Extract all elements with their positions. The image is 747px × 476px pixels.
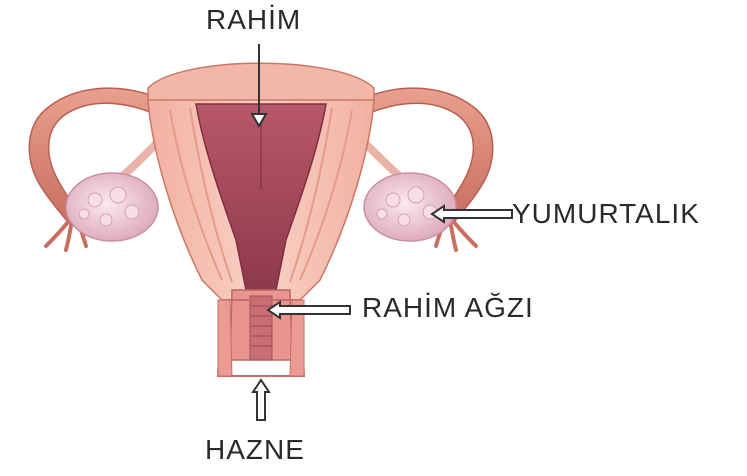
cervix-label: RAHİM AĞZI (362, 294, 534, 322)
uterus-label: RAHİM (206, 6, 301, 34)
left-ovary (66, 173, 158, 241)
arrow-vagina (253, 380, 269, 420)
arrow-cervix (268, 302, 350, 318)
uterus-body (148, 63, 374, 300)
ovary-label: YUMURTALIK (512, 200, 700, 228)
arrow-ovary (432, 206, 512, 222)
vagina-label: HAZNE (205, 436, 305, 464)
